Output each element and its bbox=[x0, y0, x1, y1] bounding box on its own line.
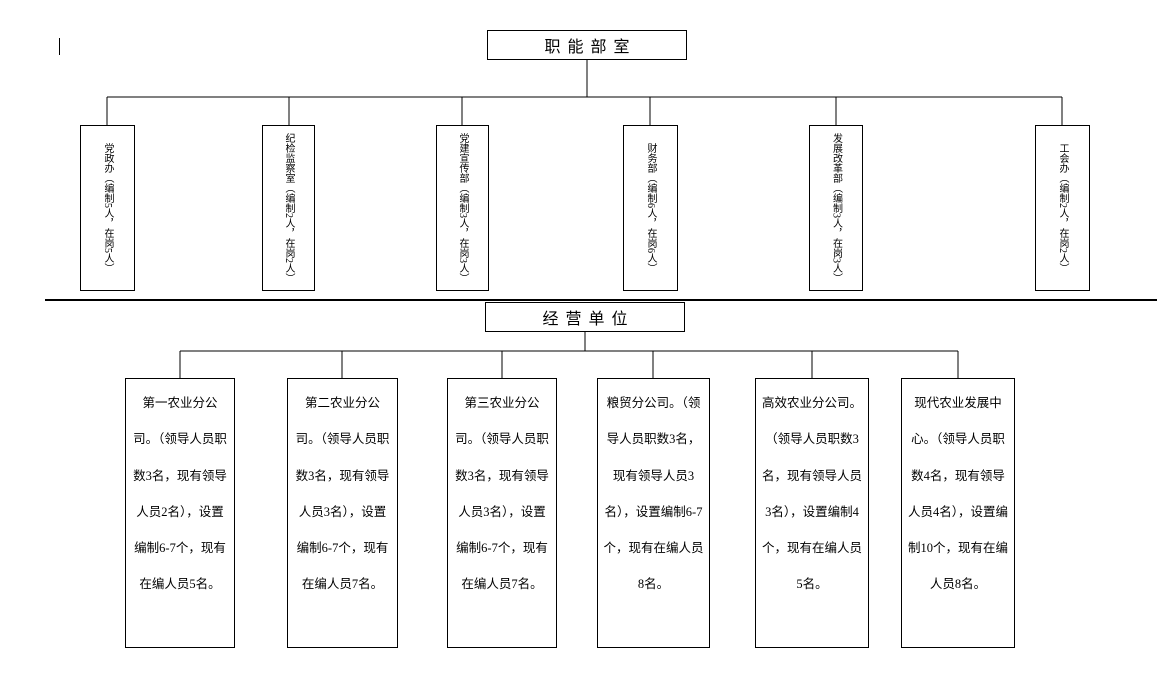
dept-box-fazhan: 发展改革部（编制3人，在岗3人） bbox=[809, 125, 863, 291]
dept-label: 党建宣传部（编制3人，在岗3人） bbox=[457, 133, 468, 283]
dept-label: 工会办（编制2人，在岗2人） bbox=[1057, 143, 1068, 273]
functional-connectors bbox=[106, 60, 1063, 125]
business-header-label: 经营单位 bbox=[542, 311, 635, 328]
unit-label: 第一农业分公司。（领导人员职数3名，现有领导人员2名），设置编制6-7个，现有在… bbox=[133, 396, 227, 592]
unit-box-second-agri: 第二农业分公司。（领导人员职数3名，现有领导人员3名），设置编制6-7个，现有在… bbox=[287, 378, 398, 648]
business-connectors bbox=[179, 332, 959, 378]
unit-box-grain-trade: 粮贸分公司。（领导人员职数3名，现有领导人员3名），设置编制6-7个，现有在编人… bbox=[597, 378, 710, 648]
dept-label: 发展改革部（编制3人，在岗3人） bbox=[830, 133, 842, 283]
functional-header-box: 职能部室 bbox=[487, 30, 687, 60]
text-cursor bbox=[59, 38, 60, 55]
unit-box-highly-efficient-agri: 高效农业分公司。（领导人员职数3名，现有领导人员3名），设置编制4个，现有在编人… bbox=[755, 378, 869, 648]
unit-label: 高效农业分公司。（领导人员职数3名，现有领导人员3名），设置编制4个，现有在编人… bbox=[761, 396, 862, 592]
unit-box-first-agri: 第一农业分公司。（领导人员职数3名，现有领导人员2名），设置编制6-7个，现有在… bbox=[125, 378, 235, 648]
dept-label: 纪检监察室（编制2人，在岗2人） bbox=[283, 133, 294, 283]
business-header-box: 经营单位 bbox=[485, 302, 685, 332]
dept-label: 党政办（编制5人，在岗5人） bbox=[102, 143, 113, 273]
unit-label: 粮贸分公司。（领导人员职数3名，现有领导人员3名），设置编制6-7个，现有在编人… bbox=[603, 396, 704, 592]
dept-label: 财务部（编制6人，在岗6人） bbox=[645, 143, 656, 273]
unit-label: 第二农业分公司。（领导人员职数3名，现有领导人员3名），设置编制6-7个，现有在… bbox=[295, 396, 390, 592]
unit-label: 第三农业分公司。（领导人员职数3名，现有领导人员3名），设置编制6-7个，现有在… bbox=[455, 396, 549, 592]
unit-box-modern-agri-center: 现代农业发展中心。（领导人员职数4名，现有领导人员4名），设置编制10个，现有在… bbox=[901, 378, 1015, 648]
dept-box-jijian: 纪检监察室（编制2人，在岗2人） bbox=[262, 125, 315, 291]
functional-header-label: 职能部室 bbox=[544, 39, 637, 56]
dept-box-dangzhengban: 党政办（编制5人，在岗5人） bbox=[80, 125, 135, 291]
dept-box-gonghui: 工会办（编制2人，在岗2人） bbox=[1035, 125, 1090, 291]
unit-box-third-agri: 第三农业分公司。（领导人员职数3名，现有领导人员3名），设置编制6-7个，现有在… bbox=[447, 378, 557, 648]
unit-label: 现代农业发展中心。（领导人员职数4名，现有领导人员4名），设置编制10个，现有在… bbox=[907, 396, 1008, 592]
dept-box-dangjian: 党建宣传部（编制3人，在岗3人） bbox=[436, 125, 489, 291]
dept-box-caiwu: 财务部（编制6人，在岗6人） bbox=[623, 125, 678, 291]
